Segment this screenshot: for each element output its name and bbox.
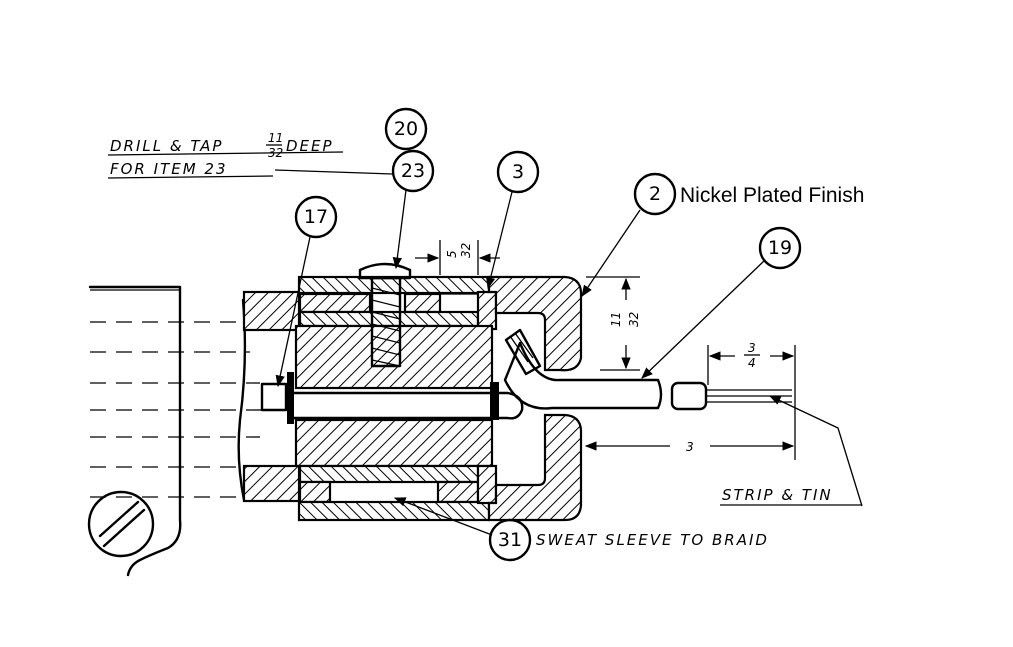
dim-5-32: 5 32	[445, 243, 473, 258]
balloon-31: 31	[488, 518, 532, 562]
note-sweat-sleeve-text: SWEAT SLEEVE TO BRAID	[536, 531, 769, 549]
note-sweat-sleeve: SWEAT SLEEVE TO BRAID	[536, 531, 769, 549]
balloon-23-label: 23	[401, 160, 425, 182]
balloon-20-label: 20	[394, 118, 418, 140]
dim-11-32: 11 32	[609, 312, 641, 327]
balloon-17-label: 17	[304, 206, 328, 228]
dim-3: 3	[686, 440, 694, 454]
leader-lines	[274, 169, 863, 536]
balloon-19-label: 19	[768, 237, 792, 259]
balloon-3: 3	[496, 150, 540, 194]
balloon-20: 20	[384, 107, 428, 151]
balloon-2: 2	[633, 172, 677, 216]
upper-sleeve-section	[242, 275, 498, 332]
insulator-upper	[294, 324, 494, 390]
note-nickel-plated: Nickel Plated Finish	[680, 184, 864, 207]
dim-5-32-num: 5	[445, 250, 459, 258]
note-drill-tap-prefix: DRILL & TAP	[110, 137, 223, 155]
slotted-screw-head-icon	[87, 490, 155, 558]
note-for-item-text: FOR ITEM 23	[110, 160, 228, 178]
dim-5-32-den: 32	[459, 243, 473, 258]
dim-3-4: 3 4	[744, 341, 760, 370]
balloon-23: 23	[391, 149, 435, 193]
lower-sleeve-section	[242, 418, 498, 522]
balloon-3-label: 3	[512, 161, 524, 183]
dim-11-32-den: 32	[627, 312, 641, 327]
note-drill-tap-frac-num: 11	[268, 131, 283, 145]
dim-3-4-den: 4	[748, 356, 756, 370]
left-housing	[87, 285, 270, 577]
dim-3-4-num: 3	[748, 341, 756, 355]
note-for-item: FOR ITEM 23	[107, 160, 274, 179]
balloon-31-label: 31	[498, 529, 522, 551]
dim-11-32-num: 11	[609, 312, 623, 327]
note-drill-tap-suffix: DEEP	[286, 137, 334, 155]
note-drill-tap: DRILL & TAP 11 32 DEEP	[107, 131, 344, 160]
balloon-19: 19	[758, 226, 802, 270]
outer-shell	[487, 275, 583, 522]
balloon-2-label: 2	[649, 183, 661, 205]
note-strip-tin-text: STRIP & TIN	[722, 486, 833, 504]
note-strip-tin: STRIP & TIN	[720, 486, 862, 506]
balloon-17: 17	[294, 195, 338, 239]
